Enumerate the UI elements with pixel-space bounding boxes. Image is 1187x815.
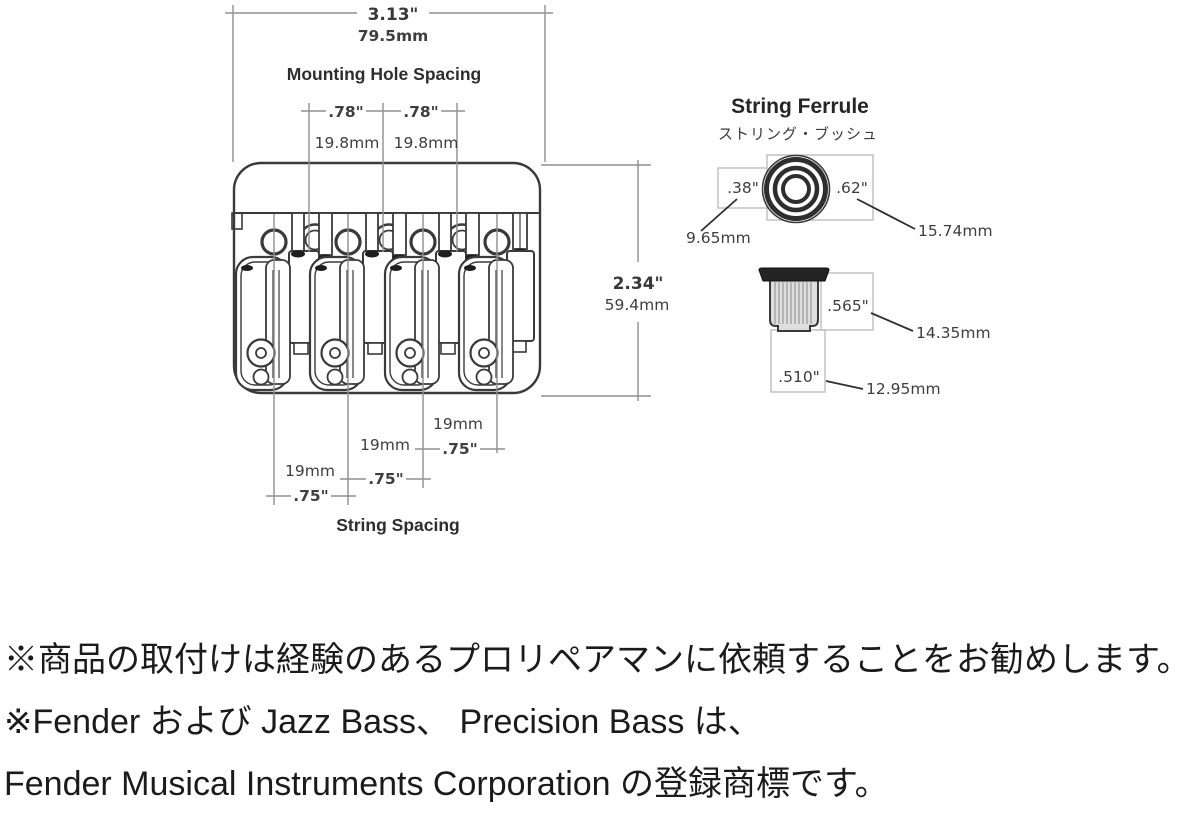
hole-spacing-1-mm: 19.8mm — [315, 134, 380, 152]
mounting-hole-spacing-title: Mounting Hole Spacing — [287, 64, 481, 84]
note-line-2: ※Fender および Jazz Bass、 Precision Bass は、 — [4, 703, 762, 741]
ferrule-outer-diameter-inch: .62" — [836, 179, 868, 197]
string-spacing-1-inch: .75" — [293, 487, 329, 505]
dimension-text-backgrounds — [291, 2, 480, 505]
overall-width-mm: 79.5mm — [358, 27, 429, 45]
hole-spacing-2-inch: .78" — [403, 103, 439, 121]
hole-spacing-1-inch: .78" — [328, 103, 364, 121]
string-spacing-2-inch: .75" — [368, 470, 404, 488]
saddle-assembly — [234, 255, 291, 392]
ferrule-top-view — [717, 154, 874, 224]
string-spacing-3-inch: .75" — [442, 440, 478, 458]
overall-width-inch: 3.13" — [368, 5, 419, 25]
ferrule-title: String Ferrule — [731, 95, 869, 118]
ferrule-subtitle: ストリング・ブッシュ — [718, 125, 878, 143]
bridge-top-view — [231, 161, 542, 395]
hole-spacing-2-mm: 19.8mm — [394, 134, 459, 152]
saddle-assembly — [383, 255, 440, 392]
string-spacing-1-mm: 19mm — [285, 462, 335, 480]
bridge-height-inch: 2.34" — [613, 274, 664, 294]
ferrule-flange-inch: .565" — [827, 297, 869, 315]
disclaimer-notes: ※商品の取付けは経験のあるプロリペアマンに依頼することをお勧めします。 ※Fen… — [4, 629, 1187, 815]
leader-lines — [700, 198, 916, 390]
technical-drawing: 3.13" 79.5mm Mounting Hole Spacing .78" … — [225, 2, 993, 535]
ferrule-knurling — [774, 282, 812, 324]
ferrule-side-view — [758, 267, 874, 393]
ferrule-flange — [758, 267, 830, 282]
saddle-assembly — [457, 255, 514, 392]
saddle-assembly — [308, 255, 365, 392]
note-line-1: ※商品の取付けは経験のあるプロリペアマンに依頼することをお勧めします。 — [4, 641, 1187, 679]
flange-dimension-box — [820, 272, 874, 331]
mounting-slot — [288, 212, 333, 355]
note-line-3: Fender Musical Instruments Corporation の… — [4, 765, 889, 803]
ferrule-body-inch: .510" — [778, 368, 820, 386]
ferrule-outer-diameter-mm: 15.74mm — [918, 222, 993, 240]
ferrule-body-mm: 12.95mm — [866, 380, 941, 398]
ferrule-inner-diameter-mm: 9.65mm — [686, 229, 751, 247]
ferrule-inner-diameter-inch: .38" — [727, 179, 759, 197]
ferrule-flange-mm: 14.35mm — [916, 324, 991, 342]
string-spacing-3-mm: 19mm — [433, 415, 483, 433]
bridge-height-mm: 59.4mm — [605, 296, 670, 314]
bridge-left-tab — [231, 212, 243, 230]
string-spacing-title: String Spacing — [336, 515, 459, 535]
ferrule-body — [769, 279, 819, 332]
string-spacing-2-mm: 19mm — [360, 436, 410, 454]
